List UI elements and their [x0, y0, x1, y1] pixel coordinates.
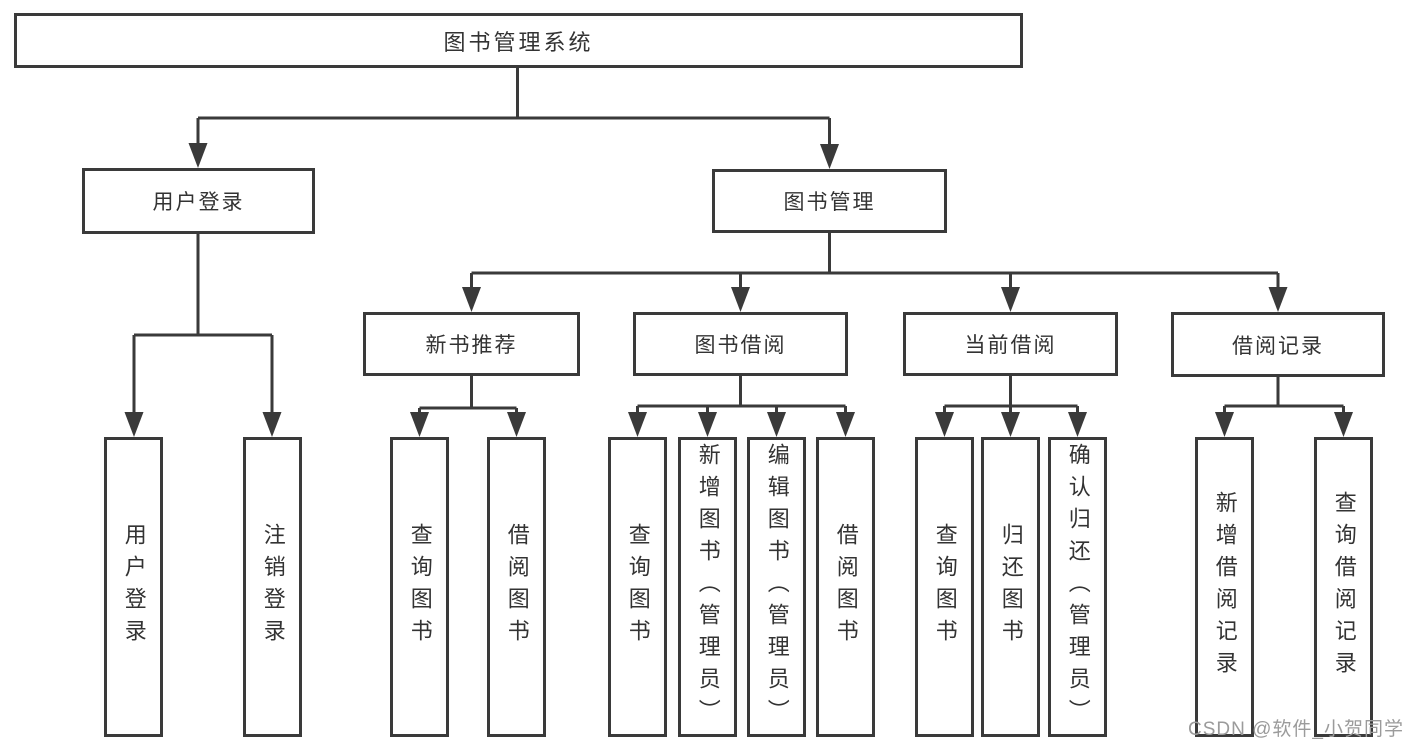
node-current-borrow: 当前借阅: [903, 312, 1118, 376]
node-book-management: 图书管理: [712, 169, 947, 233]
leaf-confirm-return-admin-label: 确认归还（管理员）: [1065, 443, 1091, 731]
connector-borrow-records-children: [1223, 377, 1345, 414]
leaf-edit-books-admin: 编辑图书（管理员）: [747, 437, 806, 737]
leaf-add-books-admin-label: 新增图书（管理员）: [695, 443, 721, 731]
csdn-watermark: CSDN @软件_小贺同学: [1188, 719, 1404, 740]
node-new-book-recommendation: 新书推荐: [363, 312, 580, 376]
leaf-logout: 注销登录: [243, 437, 302, 737]
connector-user-login-children: [132, 234, 274, 414]
leaf-borrow-books: 借阅图书: [816, 437, 875, 737]
connector-root-to-level2: [196, 68, 831, 146]
leaf-logout-label: 注销登录: [260, 523, 286, 651]
leaf-add-borrow-record: 新增借阅记录: [1195, 437, 1254, 737]
leaf-return-books-label: 归还图书: [998, 523, 1024, 651]
node-user-login: 用户登录: [82, 168, 315, 234]
leaf-borrow-books-label: 借阅图书: [833, 523, 859, 651]
leaf-query-books-rec-label: 查询图书: [407, 523, 433, 651]
leaf-edit-books-admin-label: 编辑图书（管理员）: [764, 443, 790, 731]
leaf-add-books-admin: 新增图书（管理员）: [678, 437, 737, 737]
leaf-borrow-books-rec: 借阅图书: [487, 437, 546, 737]
leaf-query-borrow-record: 查询借阅记录: [1314, 437, 1373, 737]
leaf-query-books-current-label: 查询图书: [932, 523, 958, 651]
leaf-user-login: 用户登录: [104, 437, 163, 737]
leaf-user-login-label: 用户登录: [121, 523, 147, 651]
connector-book-borrow-children: [636, 376, 847, 414]
leaf-return-books: 归还图书: [981, 437, 1040, 737]
connector-current-borrow-children: [943, 376, 1079, 414]
node-root-label: 图书管理系统: [443, 29, 594, 55]
leaf-borrow-books-rec-label: 借阅图书: [504, 523, 530, 651]
node-new-book-recommendation-label: 新书推荐: [425, 334, 518, 357]
leaf-query-borrow-record-label: 查询借阅记录: [1331, 491, 1357, 683]
node-borrow-records: 借阅记录: [1171, 312, 1385, 377]
node-borrow-records-label: 借阅记录: [1232, 334, 1324, 358]
connector-book-management-children: [470, 233, 1280, 289]
node-book-management-label: 图书管理: [783, 191, 876, 214]
connector-new-book-rec-children: [418, 376, 518, 414]
node-book-borrow-label: 图书借阅: [694, 334, 787, 357]
leaf-query-books-borrow: 查询图书: [608, 437, 667, 737]
node-user-login-label: 用户登录: [152, 191, 245, 214]
node-root-system: 图书管理系统: [14, 13, 1023, 68]
leaf-query-books-borrow-label: 查询图书: [625, 523, 651, 651]
arrowheads: [124, 143, 1353, 437]
leaf-add-borrow-record-label: 新增借阅记录: [1212, 491, 1238, 683]
leaf-query-books-rec: 查询图书: [390, 437, 449, 737]
node-current-borrow-label: 当前借阅: [964, 334, 1057, 357]
leaf-confirm-return-admin: 确认归还（管理员）: [1048, 437, 1107, 737]
leaf-query-books-current: 查询图书: [915, 437, 974, 737]
node-book-borrow: 图书借阅: [633, 312, 848, 376]
